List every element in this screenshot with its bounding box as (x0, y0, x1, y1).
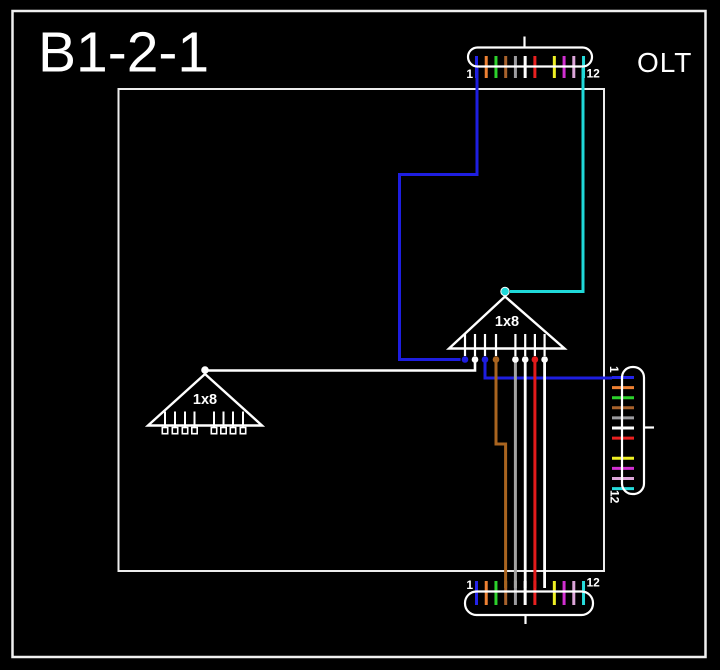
splitter-left-open-ends (161, 426, 247, 435)
outer-border (11, 9, 707, 659)
splitter-left-label: 1x8 (193, 392, 217, 408)
olt-connector-body (466, 46, 594, 68)
bottom-port-1-label: 1 (466, 578, 473, 592)
bottom-connector-fibers (475, 581, 586, 605)
bottom-connector[interactable]: 1 12 (463, 576, 601, 625)
splitter-right-leg6-node (521, 356, 529, 363)
splitter-right-leg3-node (481, 356, 489, 363)
splitter-left[interactable]: 1x8 (144, 366, 266, 435)
wire-cyan-olt-to-splitter-input (510, 68, 585, 293)
wire-blue-olt-to-splitter (398, 68, 479, 361)
splitter-right-leg4-node (492, 356, 500, 363)
splitter-left-input-node (201, 366, 209, 374)
right-port-12-label: 12 (608, 490, 622, 504)
splitter-right-label: 1x8 (495, 314, 519, 330)
wire-white-splitter-to-splitter (206, 361, 477, 372)
splitter-right-leg2-node (471, 356, 479, 363)
splitter-right-leg8-node (541, 356, 548, 363)
splitter-left-legs (164, 411, 244, 428)
splitter-right-input-node (500, 286, 510, 297)
bottom-connector-body (463, 590, 595, 617)
olt-port-1-label: 1 (466, 67, 473, 81)
right-connector-body (620, 365, 646, 496)
splitter-right-legs (463, 334, 546, 356)
olt-label: OLT (637, 47, 692, 78)
splitter-right-leg7-node (531, 356, 539, 363)
splitter-right-leg5-node (512, 356, 519, 363)
splitter-right-leg1-node (461, 356, 469, 363)
bottom-port-12-label: 12 (587, 576, 601, 590)
right-port-1-label: 1 (607, 366, 621, 373)
wire-brown-to-bottom-port4 (494, 362, 508, 588)
right-connector[interactable]: 1 12 (607, 365, 654, 504)
olt-connector[interactable]: 1 12 (466, 36, 601, 82)
olt-port-12-label: 12 (587, 67, 601, 81)
page-title: B1-2-1 (38, 21, 209, 85)
wire-blue-splitter-to-right-connector (483, 362, 612, 380)
splitter-right[interactable]: 1x8 (445, 286, 568, 363)
inner-zone-box (117, 88, 605, 572)
